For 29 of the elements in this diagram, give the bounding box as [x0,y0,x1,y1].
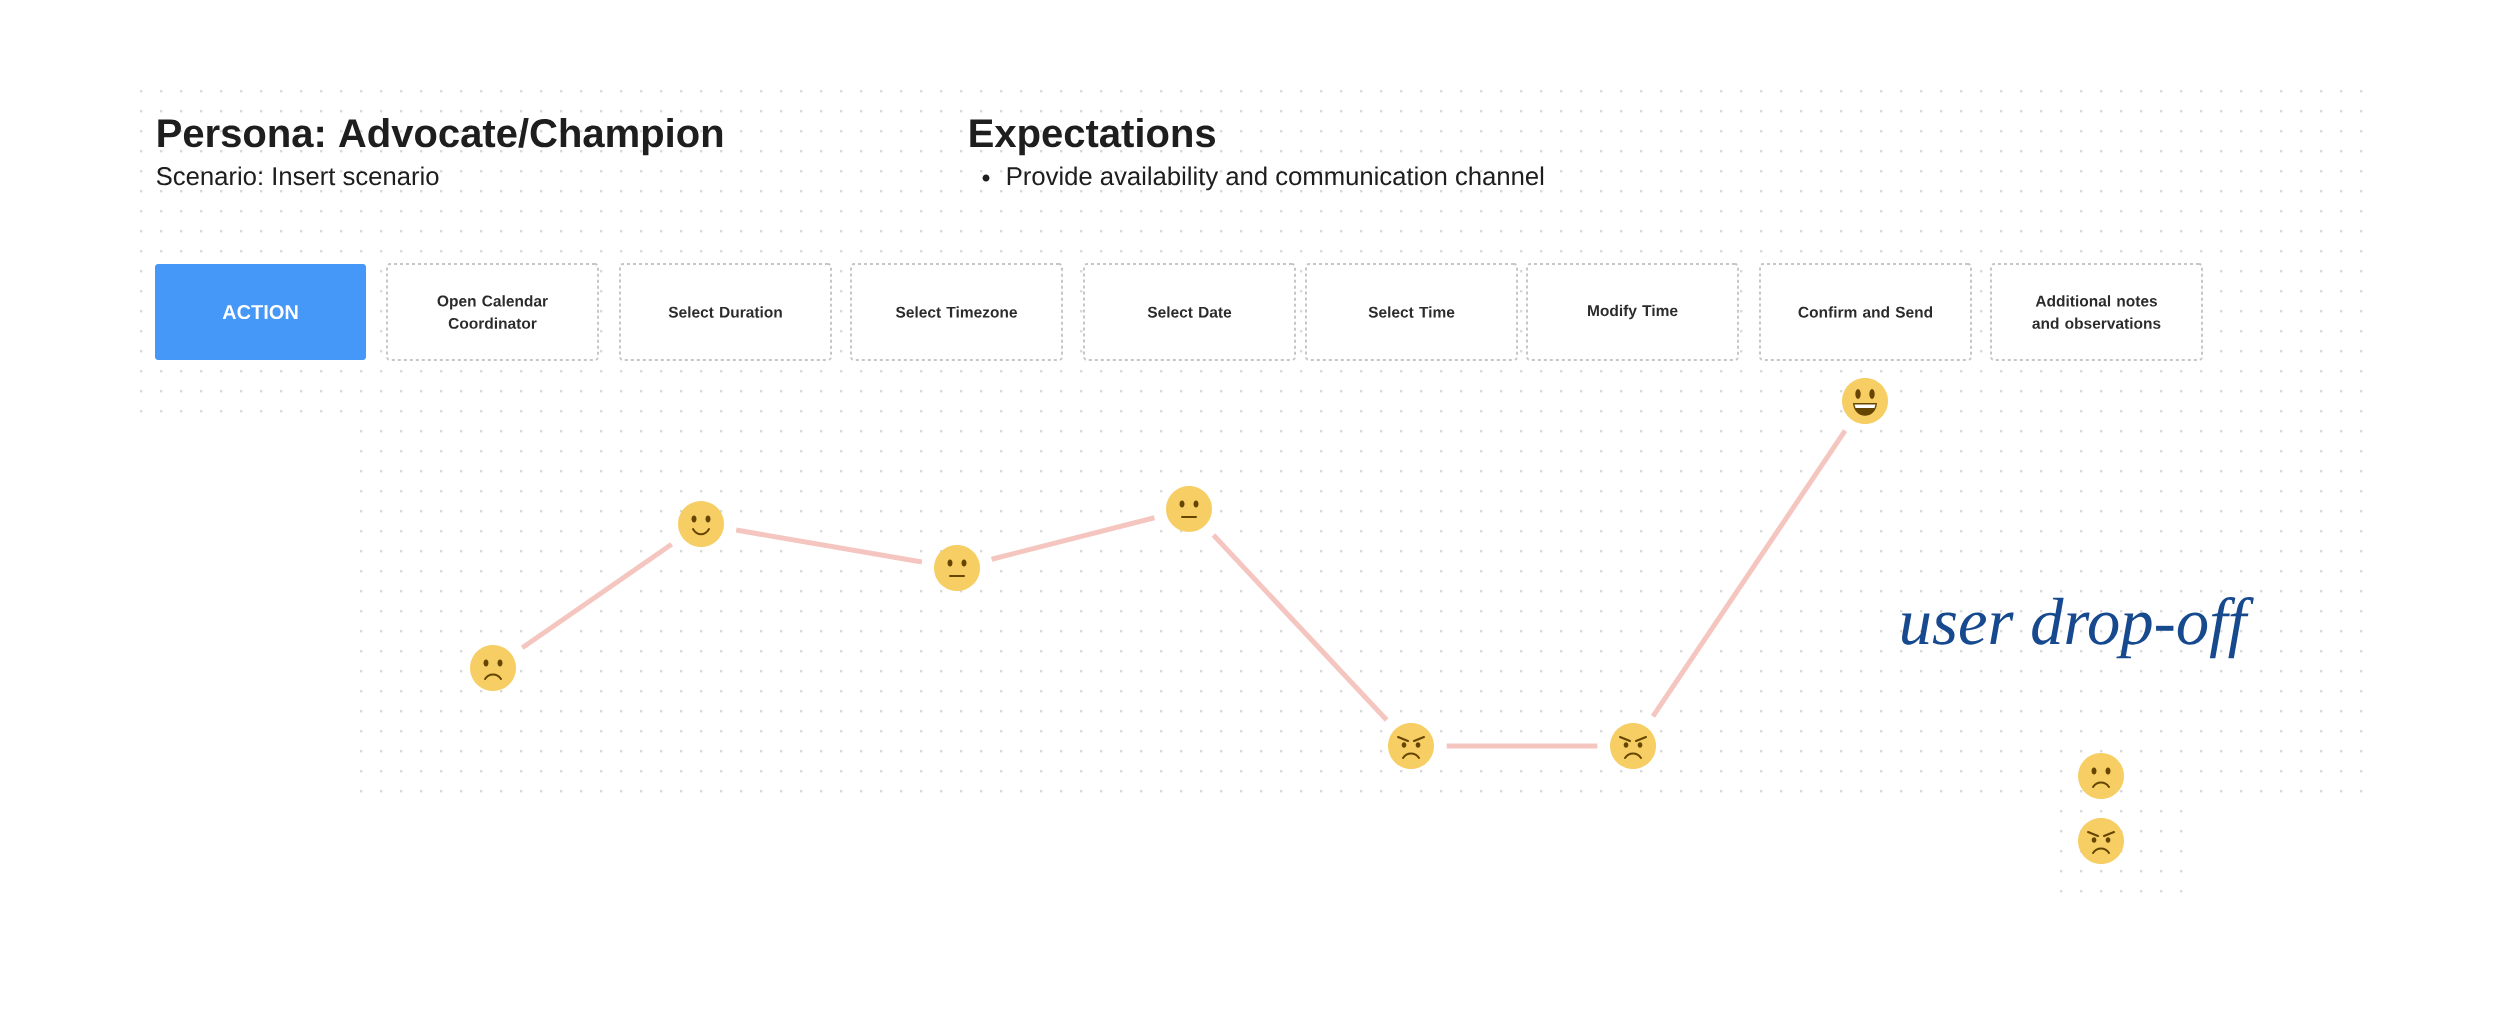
step-box: Select Duration [619,263,832,361]
handwritten-note: user drop-off [1902,597,2254,659]
step-box: Select Timezone [850,263,1063,361]
connector-line [990,515,1156,562]
connector-line [520,542,674,650]
step-box: Confirm and Send [1759,263,1972,361]
connector-line [1446,743,1598,749]
bullet-item: Provide availability and communication channel [1007,166,1544,191]
heading: Persona: Advocate/Champion [158,118,723,156]
step-box: Open Calendar Coordinator [386,263,599,361]
connector-line [735,527,923,565]
grinning-face-emoji [1842,378,1888,424]
smiling-face-emoji [678,501,724,547]
section-heading: Expectations [970,118,1215,156]
step-box: Additional notes and observations [1990,263,2203,361]
step-box: Modify Time [1526,263,1739,361]
angry-face-emoji [1388,723,1434,769]
frowning-face-emoji [2078,753,2124,799]
neutral-face-emoji [934,545,980,591]
step-box: Select Time [1305,263,1518,361]
neutral-face-emoji [1166,486,1212,532]
angry-face-emoji [2078,818,2124,864]
frowning-face-emoji [470,645,516,691]
subtitle: Scenario: Insert scenario [156,166,439,186]
connector-line [1211,533,1389,722]
step-box: Select Date [1083,263,1296,361]
angry-face-emoji [1610,723,1656,769]
header-box: ACTION [155,264,366,360]
connector-line [1650,429,1848,718]
